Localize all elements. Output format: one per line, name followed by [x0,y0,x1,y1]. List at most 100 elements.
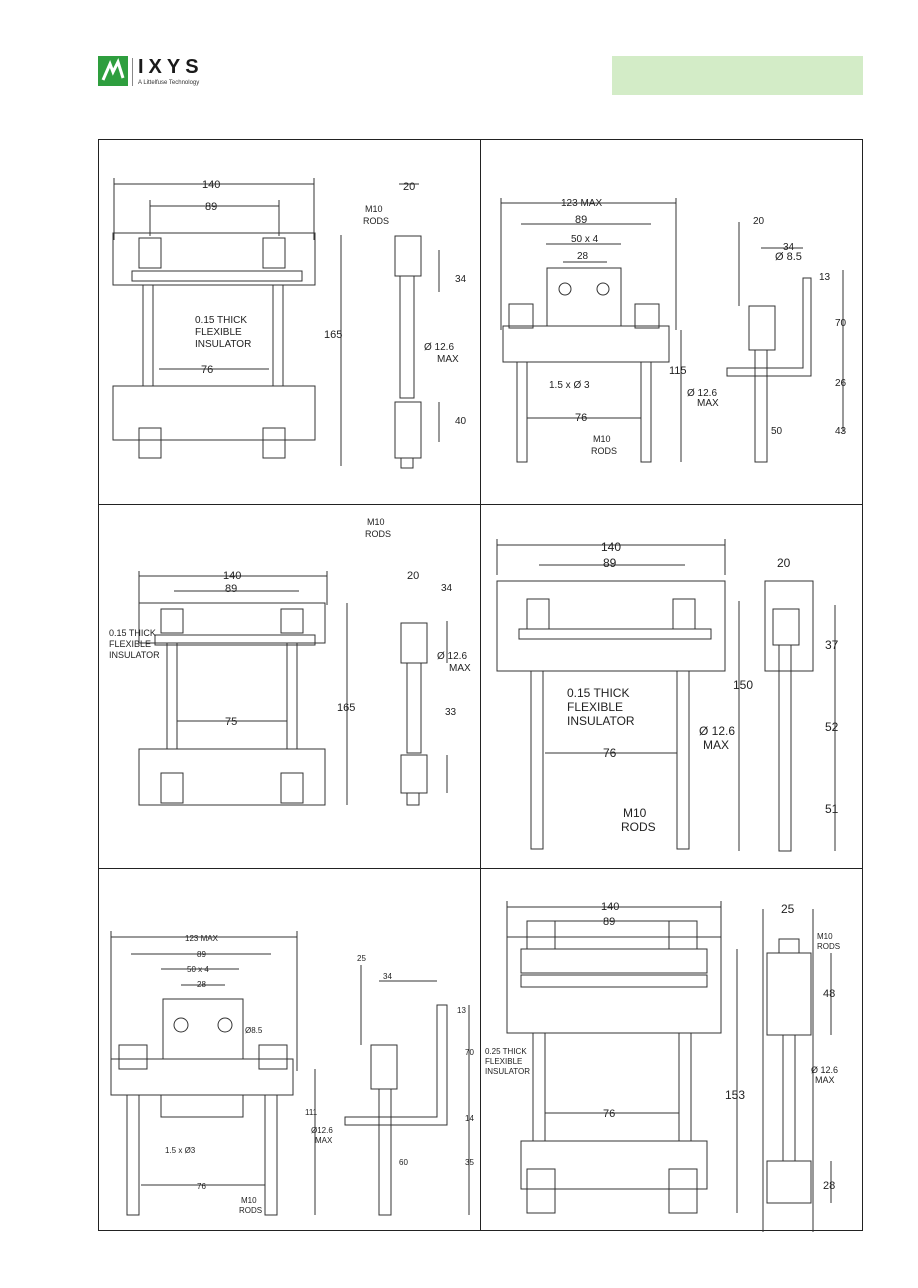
dim-side: 25 [357,954,366,963]
dim-bottom: 76 [575,412,587,424]
dim-side-34: 34 [783,242,795,253]
insulator-line-2: FLEXIBLE [195,327,242,338]
dim-width: 123 MAX [561,198,602,209]
dim-bottom: 76 [201,364,213,376]
dim-side-1: 34 [455,274,467,285]
logo-name: IXYS [138,56,204,78]
dim-width: 140 [601,540,621,554]
dim-center: 89 [205,201,217,213]
dim-side-50: 50 [771,426,783,437]
drawing-panel-1: 140 89 165 76 20 34 40 Ø 12.6 MAX M10 RO… [112,178,467,469]
dim-side-60: 60 [399,1158,408,1167]
logo-separator [132,58,133,86]
dim-side-2: 28 [823,1180,835,1192]
dim-side-1: 37 [825,638,839,652]
rods-line-2: RODS [363,216,389,226]
dim-bottom: 75 [225,716,237,728]
dim-side-2: 40 [455,416,467,427]
header-band [612,56,863,95]
rods-line-2: RODS [591,446,617,456]
insulator-line-3: INSULATOR [195,339,251,350]
dim-height: 153 [725,1088,745,1102]
dim-side-2: 52 [825,720,839,734]
rods-line-1: M10 [623,806,647,820]
ixys-logo-mark-icon [98,56,128,86]
dim-diameter: Ø 12.6 [437,651,467,662]
dim-pin: 1.5 x Ø 3 [549,380,590,391]
rods-line-2: RODS [239,1206,262,1215]
dim-width: 140 [223,570,241,582]
dim-side-13: 13 [819,272,831,283]
rods-line-1: M10 [365,204,383,214]
dim-max: MAX [449,663,471,674]
drawing-panel-2: 123 MAX 89 50 x 4 28 Ø 8.5 115 76 1.5 x … [500,198,847,463]
rods-line-2: RODS [621,820,656,834]
rods-line-1: M10 [241,1196,257,1205]
dim-diameter: Ø12.6 [311,1126,333,1135]
dim-side-35: 35 [465,1158,474,1167]
dim-side: 20 [403,181,415,193]
dim-max: MAX [315,1136,333,1145]
dim-pin: 1.5 x Ø3 [165,1146,196,1155]
dim-max: MAX [697,398,719,409]
dim-side-14: 14 [465,1114,474,1123]
dim-height: 165 [324,329,342,341]
dim-height: 150 [733,678,753,692]
dim-center: 89 [575,214,587,226]
dim-bottom: 76 [603,746,617,760]
rods-line-1: M10 [593,434,611,444]
rods-line-1: M10 [367,517,385,527]
rods-line-2: RODS [365,529,391,539]
insulator-line-1: 0.15 THICK [567,686,629,700]
insulator-line-1: 0.25 THICK [485,1047,527,1056]
dim-side-1: 48 [823,988,835,1000]
dim-side-2: 33 [445,707,457,718]
grid-divider-row-1 [99,504,862,505]
dim-width: 140 [202,179,220,191]
dim-center: 89 [603,556,617,570]
dim-height: 115 [669,365,687,377]
drawing-panel-6: 140 89 153 76 25 48 28 Ø 12.6 MAX M10 RO… [485,901,840,1232]
dim-diameter: Ø 12.6 [699,724,735,738]
dim-hole-diameter: Ø8.5 [245,1026,263,1035]
dim-side-43: 43 [835,426,847,437]
insulator-line-3: INSULATOR [109,650,160,660]
grid-divider-vertical [480,140,481,1230]
dim-diameter: Ø 12.6 [687,388,717,399]
dim-side-3: 51 [825,802,839,816]
dim-max: MAX [437,354,459,365]
dim-bottom: 76 [603,1108,615,1120]
drawing-grid: 140 89 165 76 20 34 40 Ø 12.6 MAX M10 RO… [98,139,863,1232]
dim-height: 111 [305,1108,318,1117]
dim-side: 25 [781,902,795,916]
dim-side-70: 70 [465,1048,474,1057]
insulator-line-2: FLEXIBLE [567,700,623,714]
dim-side: 20 [777,556,791,570]
dim-side-26: 26 [835,378,847,389]
dim-side-1: 34 [441,583,453,594]
rods-line-2: RODS [817,942,840,951]
dim-diameter: Ø 12.6 [811,1065,838,1075]
ixys-logo: IXYS A Littelfuse Technology [98,56,218,90]
dim-slot: 50 x 4 [571,234,599,245]
drawing-panel-4: 140 89 150 76 20 37 52 51 Ø 12.6 MAX M10… [496,539,839,852]
dim-center: 89 [225,583,237,595]
dim-hole-spacing: 28 [577,251,589,262]
grid-divider-row-2 [99,868,862,869]
insulator-line-3: INSULATOR [567,714,635,728]
dim-side-70: 70 [835,318,847,329]
dim-side-34: 34 [383,972,392,981]
dim-width: 123 MAX [185,934,219,943]
dim-height: 165 [337,702,355,714]
rods-line-1: M10 [817,932,833,941]
dim-width: 140 [601,901,619,913]
dim-center: 89 [197,950,206,959]
dim-center: 89 [603,916,615,928]
insulator-line-2: FLEXIBLE [485,1057,522,1066]
dim-slot: 50 x 4 [187,965,209,974]
dim-side: 20 [407,570,419,582]
insulator-line-2: FLEXIBLE [109,639,151,649]
dim-side: 20 [753,216,765,227]
insulator-line-3: INSULATOR [485,1067,530,1076]
dim-hole-diameter: Ø 8.5 [775,251,802,263]
